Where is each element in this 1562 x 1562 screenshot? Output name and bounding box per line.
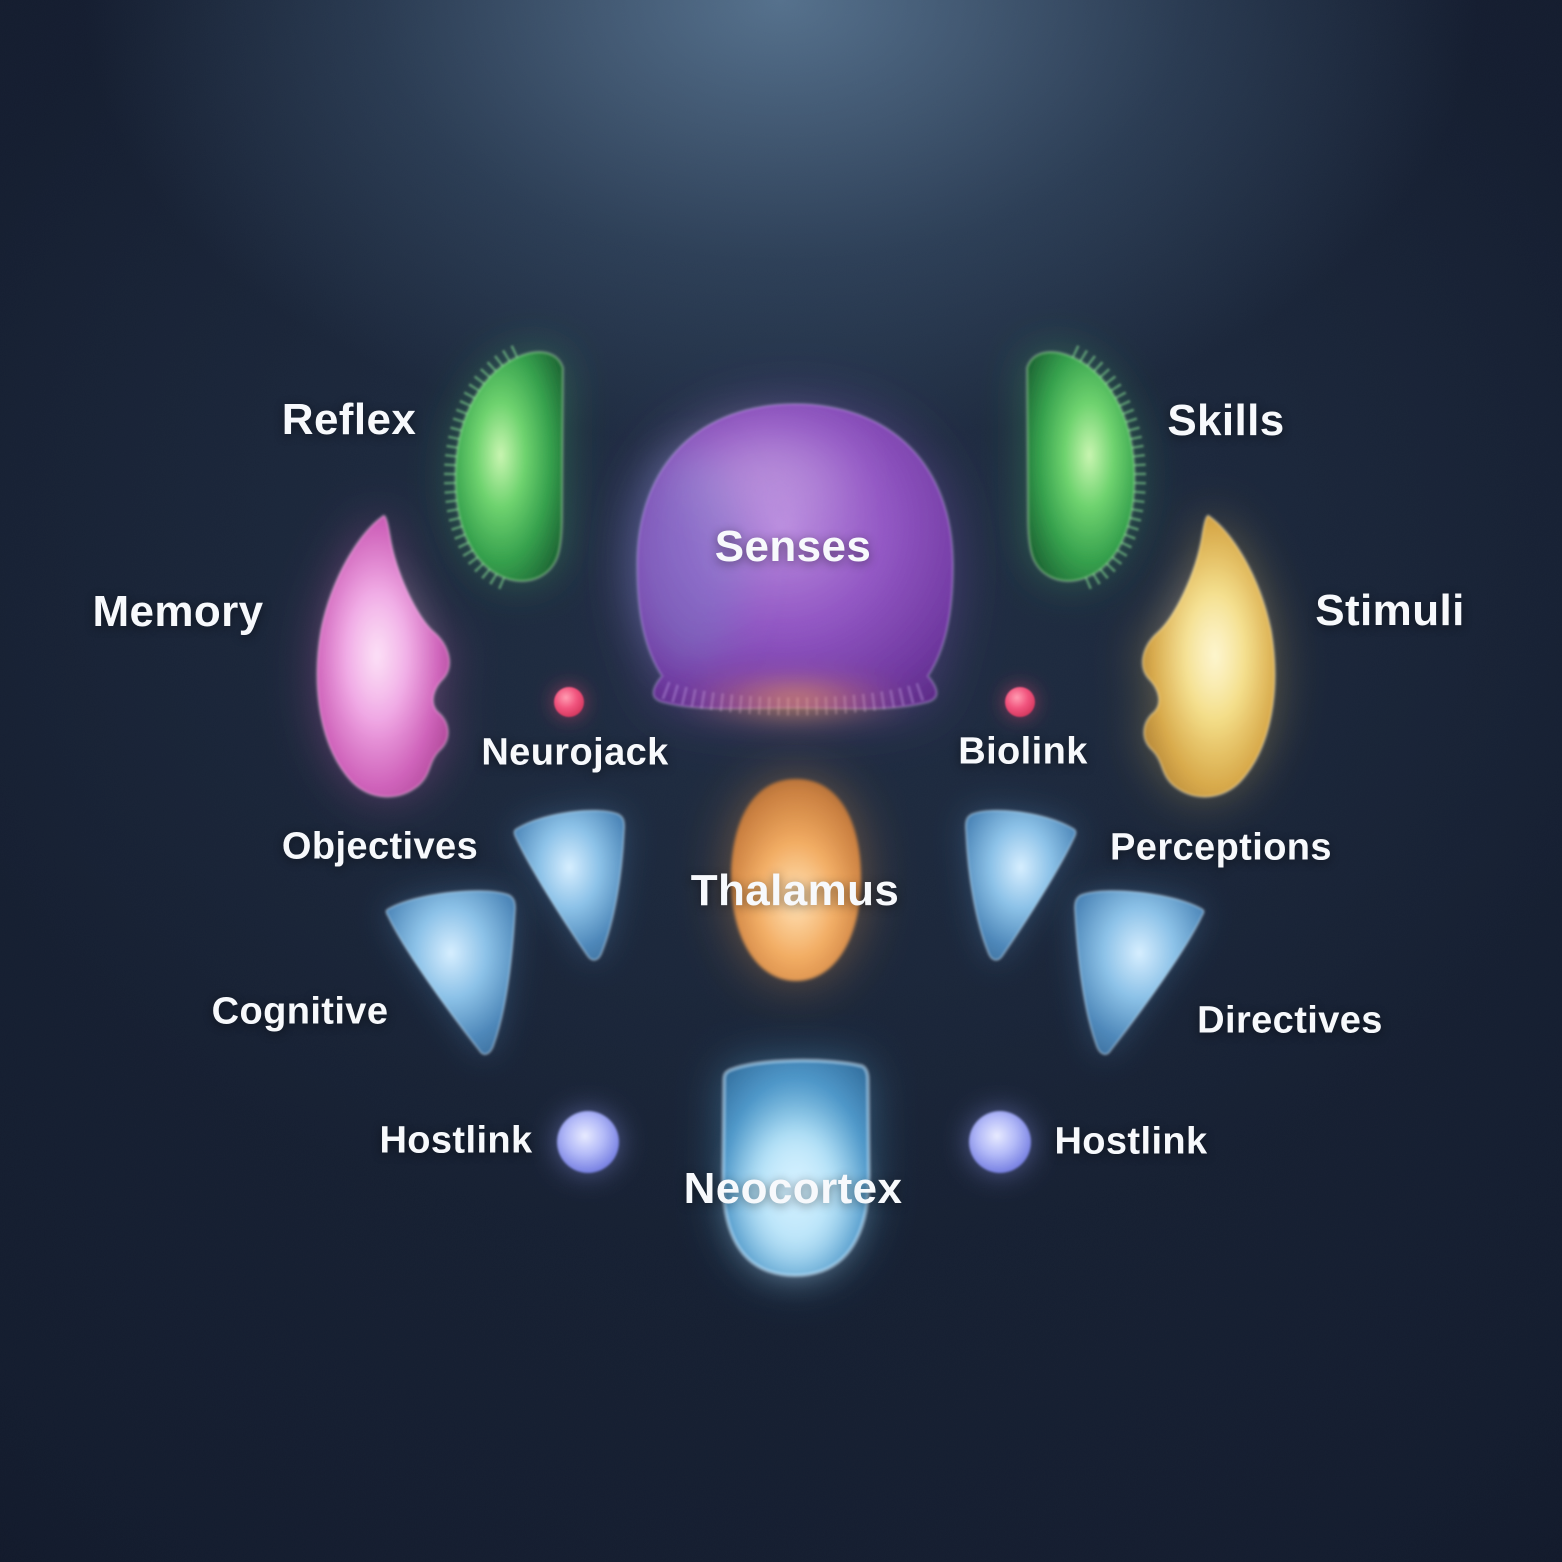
hostlink-left-node[interactable] [557,1111,619,1173]
label-neurojack: Neurojack [481,731,669,774]
memory-shape[interactable] [315,514,451,799]
objectives-body [513,809,626,962]
memory-highlight [336,560,428,736]
label-hostlink-right: Hostlink [1054,1120,1208,1163]
label-perceptions: Perceptions [1110,826,1332,869]
stimuli-highlight [1164,560,1256,736]
stimuli-shape[interactable] [1141,514,1277,799]
cognitive-body [385,889,517,1056]
perceptions-shape[interactable] [964,809,1077,962]
label-directives: Directives [1197,999,1383,1042]
label-biolink: Biolink [958,730,1088,773]
reflex-shape[interactable] [451,352,565,583]
label-thalamus: Thalamus [690,866,900,915]
objectives-shape[interactable] [513,809,626,962]
label-reflex: Reflex [281,395,417,444]
senses-top-highlight [647,405,877,535]
directives-shape[interactable] [1073,889,1205,1056]
label-cognitive: Cognitive [211,990,389,1033]
label-senses: Senses [714,522,872,571]
cognitive-shape[interactable] [385,889,517,1056]
label-neocortex: Neocortex [683,1164,903,1213]
skills-shape[interactable] [1025,352,1139,583]
label-hostlink-left: Hostlink [379,1119,533,1162]
neurojack-node[interactable] [554,687,584,717]
hostlink-right-node[interactable] [969,1111,1031,1173]
label-objectives: Objectives [281,825,479,868]
biolink-node[interactable] [1005,687,1035,717]
label-skills: Skills [1167,396,1285,445]
senses-orange-underglow [683,678,907,722]
label-memory: Memory [92,587,264,636]
directives-body [1073,889,1205,1056]
label-stimuli: Stimuli [1315,586,1465,635]
perceptions-body [964,809,1077,962]
